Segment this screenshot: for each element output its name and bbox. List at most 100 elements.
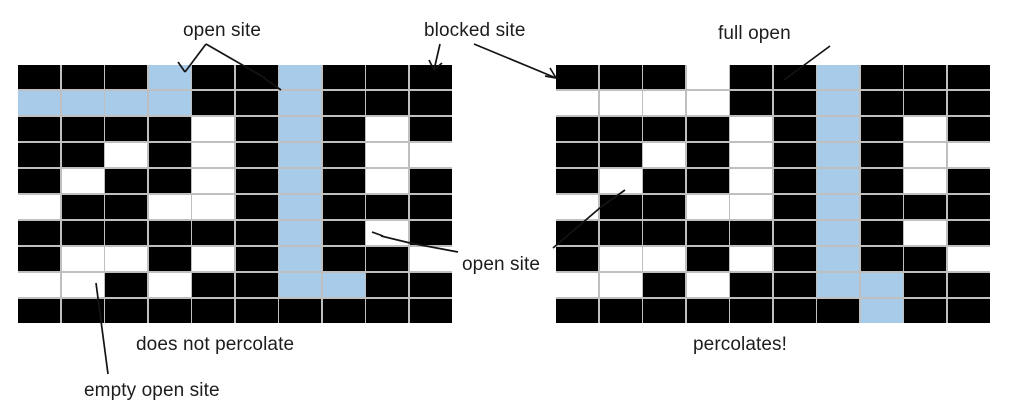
grid-cell [686,90,729,116]
arrow-blocked-site-right [473,43,557,79]
grid-cell [61,272,104,298]
grid-cell [192,272,235,298]
grid-cell [61,65,104,90]
grid-cell [686,116,729,142]
grid-cell [105,272,148,298]
grid-cell [948,246,990,272]
grid-cell [817,65,860,90]
grid-cell [279,272,322,298]
grid-cell [18,246,60,272]
grid-cell [904,142,947,168]
grid-cell [599,298,642,323]
grid-cell [192,142,235,168]
grid-cell [322,220,365,246]
grid-cell [18,116,60,142]
grid-cell [61,116,104,142]
grid-cell [18,65,60,90]
grid-cell [235,220,278,246]
grid-cell [817,298,860,323]
grid-cell [556,272,598,298]
grid-cell [686,298,729,323]
grid-cell [322,90,365,116]
grid-cell [686,246,729,272]
grid-cell [61,168,104,194]
grid-cell [599,194,642,220]
grid-cell [643,90,686,116]
grid-cell [148,220,191,246]
grid-cell [730,194,773,220]
grid-cell [860,220,903,246]
grid-cell [192,116,235,142]
grid-cell [556,220,598,246]
grid-cell [61,142,104,168]
grid-cell [904,168,947,194]
grid-cell [279,116,322,142]
grid-cell [730,168,773,194]
grid-cell [948,142,990,168]
grid-cell [773,220,816,246]
grid-cell [643,220,686,246]
grid-cell [192,65,235,90]
grid-cell [322,168,365,194]
grid-cell [904,116,947,142]
grid-cell [643,272,686,298]
grid-cell [192,298,235,323]
grid-cell [860,65,903,90]
grid-cell [61,246,104,272]
grid-cell [773,272,816,298]
grid-cell [686,65,729,90]
grid-cell [773,194,816,220]
caption-does-not-percolate: does not percolate [136,334,295,355]
grid-cell [860,116,903,142]
grid-cell [148,65,191,90]
grid-cell [192,246,235,272]
grid-cell [279,298,322,323]
grid-cell [904,298,947,323]
grid-cell [366,220,409,246]
grid-cell [279,220,322,246]
grid-cell [904,194,947,220]
grid-cell [148,142,191,168]
grid-cell [322,65,365,90]
grid-cell [410,142,452,168]
grid-cell [192,220,235,246]
grid-cell [643,142,686,168]
grid-cell [410,272,452,298]
grid-cell [235,246,278,272]
grid-cell [556,168,598,194]
grid-cell [556,65,598,90]
grid-cell [410,65,452,90]
grid-cell [61,194,104,220]
percolation-grid-right [556,65,990,323]
grid-cell [817,142,860,168]
grid-cell [18,194,60,220]
grid-cell [817,168,860,194]
grid-cell [599,168,642,194]
grid-cell [948,298,990,323]
grid-cell [904,246,947,272]
grid-cell [686,220,729,246]
grid-cell [643,116,686,142]
caption-percolates: percolates! [693,334,788,355]
grid-cell [860,90,903,116]
grid-cell [18,142,60,168]
grid-cell [686,194,729,220]
grid-cell [686,168,729,194]
grid-cell [730,272,773,298]
grid-cell [817,246,860,272]
grid-cell [322,272,365,298]
grid-cell [279,90,322,116]
grid-cell [105,65,148,90]
grid-cell [556,90,598,116]
grid-cell [773,65,816,90]
grid-cell [410,220,452,246]
grid-cell [773,116,816,142]
percolation-grid-left [18,65,452,323]
grid-cell [730,142,773,168]
grid-cell [860,298,903,323]
grid-cell [643,168,686,194]
arrow-blocked-site-right-head1 [544,75,557,79]
grid-cell [366,246,409,272]
grid-cell [279,246,322,272]
